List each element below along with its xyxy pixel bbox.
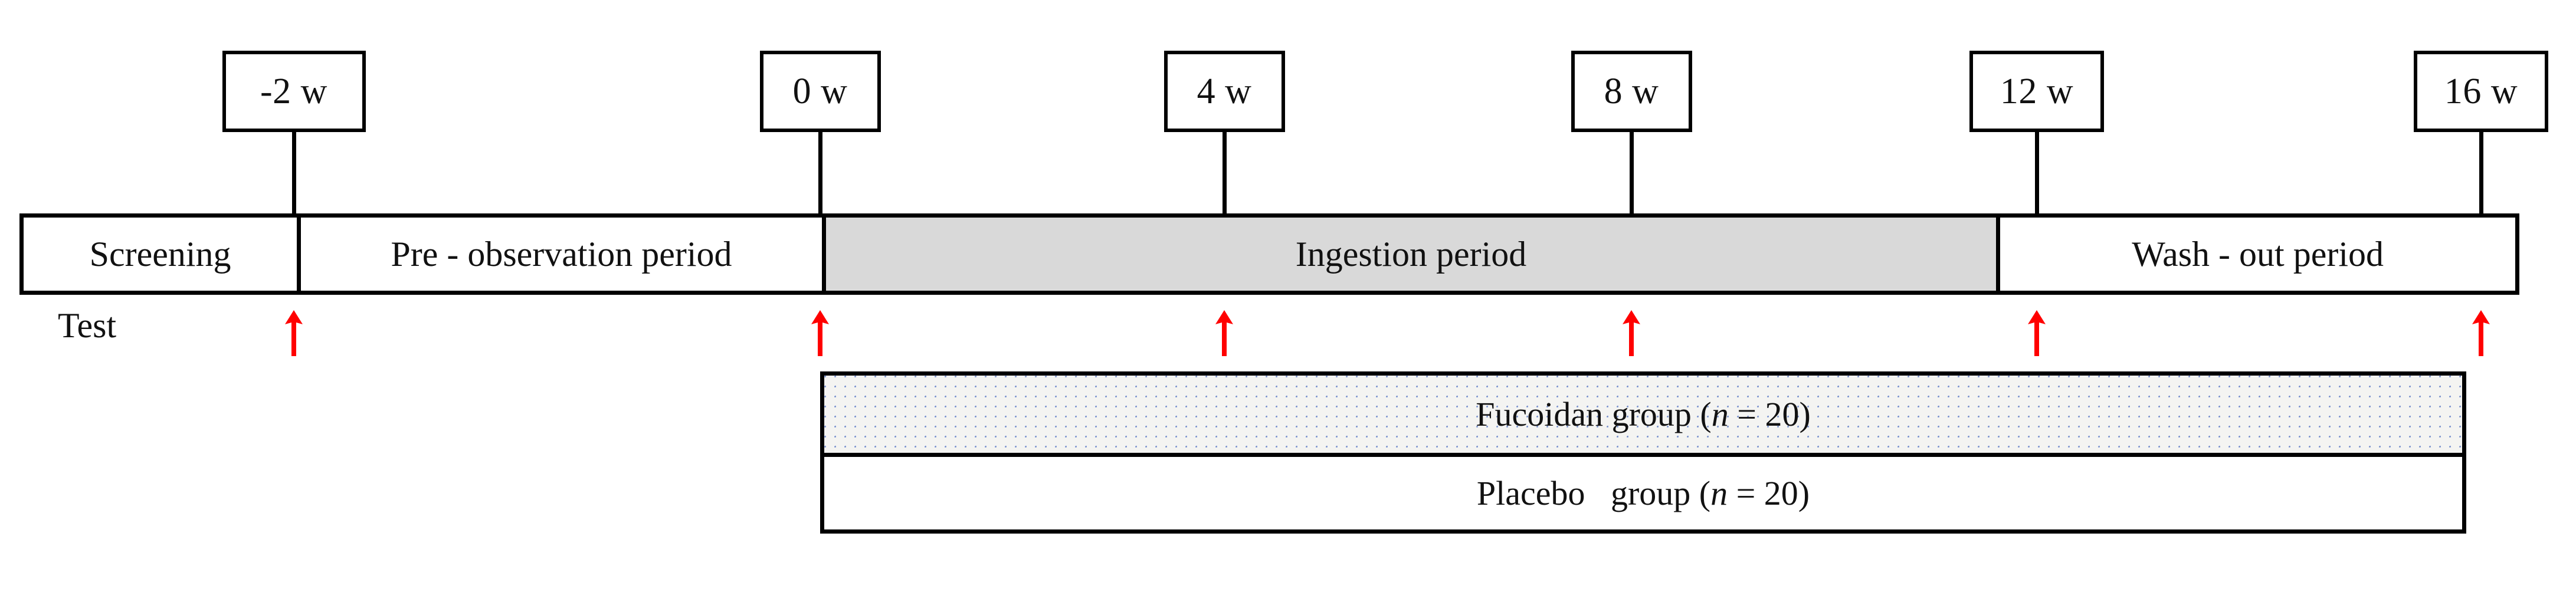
week-marker-label: 8 w [1604, 71, 1659, 111]
timeline-period-label: Wash - out period [2132, 234, 2384, 274]
sample-size-value: = 20) [1728, 394, 1811, 433]
week-marker-label: -2 w [260, 71, 327, 111]
week-marker-label: 12 w [2000, 71, 2074, 111]
week-marker-stem [1223, 132, 1227, 218]
timeline-period-label: Pre - observation period [391, 234, 732, 274]
timeline-period-segment: Ingestion period [821, 218, 1997, 291]
timeline-period-label: Ingestion period [1295, 234, 1527, 274]
study-group-row: Fucoidan group (n = 20) [824, 376, 2462, 453]
week-marker-box: 4 w [1164, 51, 1285, 132]
week-marker-box: 16 w [2414, 51, 2548, 132]
timeline-period-label: Screening [89, 234, 231, 274]
test-timepoint-arrow-icon [1619, 310, 1644, 356]
test-timepoint-arrow-icon [281, 310, 306, 356]
week-marker-box: 0 w [759, 51, 881, 132]
week-marker-stem [2035, 132, 2039, 218]
test-timepoint-arrow-icon [1212, 310, 1237, 356]
test-row-label: Test [58, 306, 117, 345]
week-marker-stem [2479, 132, 2483, 218]
week-marker-box: -2 w [222, 51, 366, 132]
week-marker-box: 8 w [1571, 51, 1692, 132]
test-timepoint-arrow-icon [808, 310, 833, 356]
timeline-period-segment: Wash - out period [1996, 218, 2515, 291]
study-group-name: Placebo group ( [1476, 473, 1711, 512]
study-groups-box: Fucoidan group (n = 20)Placebo group (n … [820, 371, 2466, 534]
study-group-row: Placebo group (n = 20) [824, 452, 2462, 530]
week-marker-stem [292, 132, 296, 218]
week-marker-box: 12 w [1969, 51, 2104, 132]
timeline-period-segment: Pre - observation period [297, 218, 822, 291]
study-group-name: Fucoidan group ( [1476, 394, 1712, 433]
week-marker-label: 16 w [2444, 71, 2518, 111]
week-marker-label: 4 w [1197, 71, 1252, 111]
sample-size-value: = 20) [1728, 473, 1810, 512]
test-timepoint-arrow-icon [2024, 310, 2049, 356]
week-marker-label: 0 w [792, 71, 848, 111]
timeline-bar: Screening Pre - observation period Ingesti… [19, 213, 2519, 295]
timeline-period-segment: Screening [24, 218, 297, 291]
week-marker-stem [1630, 132, 1634, 218]
sample-size-symbol: n [1710, 473, 1728, 512]
week-marker-stem [818, 132, 822, 218]
test-timepoint-arrow-icon [2469, 310, 2493, 356]
sample-size-symbol: n [1711, 394, 1729, 433]
